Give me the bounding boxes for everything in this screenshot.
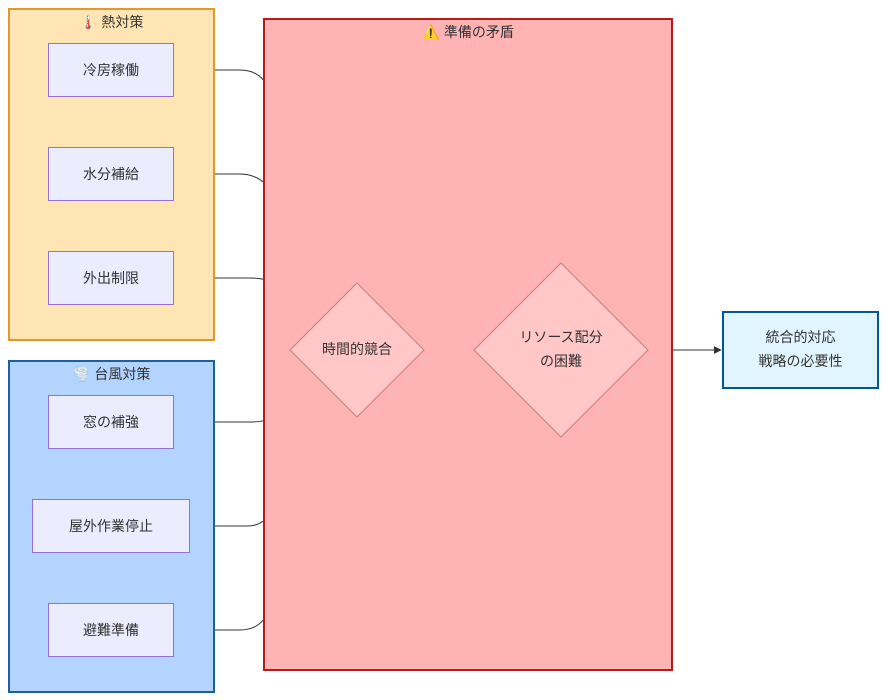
node-window: 窓の補強 bbox=[48, 395, 174, 449]
strategy-label-line2: 戦略の必要性 bbox=[758, 354, 843, 370]
heat-cluster-title: 🌡️ 熱対策 bbox=[79, 15, 144, 31]
resource-label-line2: の困難 bbox=[540, 354, 582, 370]
time-conflict-label: 時間的競合 bbox=[322, 342, 392, 358]
node-window-label: 窓の補強 bbox=[83, 415, 139, 431]
node-outing-limit-label: 外出制限 bbox=[83, 271, 139, 287]
diamond-resource: リソース配分 の困難 bbox=[473, 262, 649, 438]
node-outdoor-stop: 屋外作業停止 bbox=[32, 499, 190, 553]
node-integrated-strategy: 統合的対応 戦略の必要性 bbox=[722, 311, 879, 389]
node-outing-limit: 外出制限 bbox=[48, 251, 174, 305]
node-cooling: 冷房稼働 bbox=[48, 43, 174, 97]
node-outdoor-stop-label: 屋外作業停止 bbox=[69, 519, 153, 535]
node-evacuation: 避難準備 bbox=[48, 603, 174, 657]
typhoon-cluster-title: 🌪️ 台風対策 bbox=[72, 367, 151, 383]
node-evacuation-label: 避難準備 bbox=[83, 623, 139, 639]
node-hydration-label: 水分補給 bbox=[83, 167, 139, 183]
diamond-time-conflict-shape bbox=[289, 282, 425, 418]
node-cooling-label: 冷房稼働 bbox=[83, 63, 139, 79]
contradiction-cluster-title: ⚠️ 準備の矛盾 bbox=[422, 25, 514, 41]
strategy-label-line1: 統合的対応 bbox=[765, 330, 836, 346]
diamond-time-conflict: 時間的競合 bbox=[289, 282, 425, 418]
resource-label-line1: リソース配分 bbox=[519, 330, 603, 346]
node-hydration: 水分補給 bbox=[48, 147, 174, 201]
diamond-resource-shape bbox=[473, 262, 649, 438]
